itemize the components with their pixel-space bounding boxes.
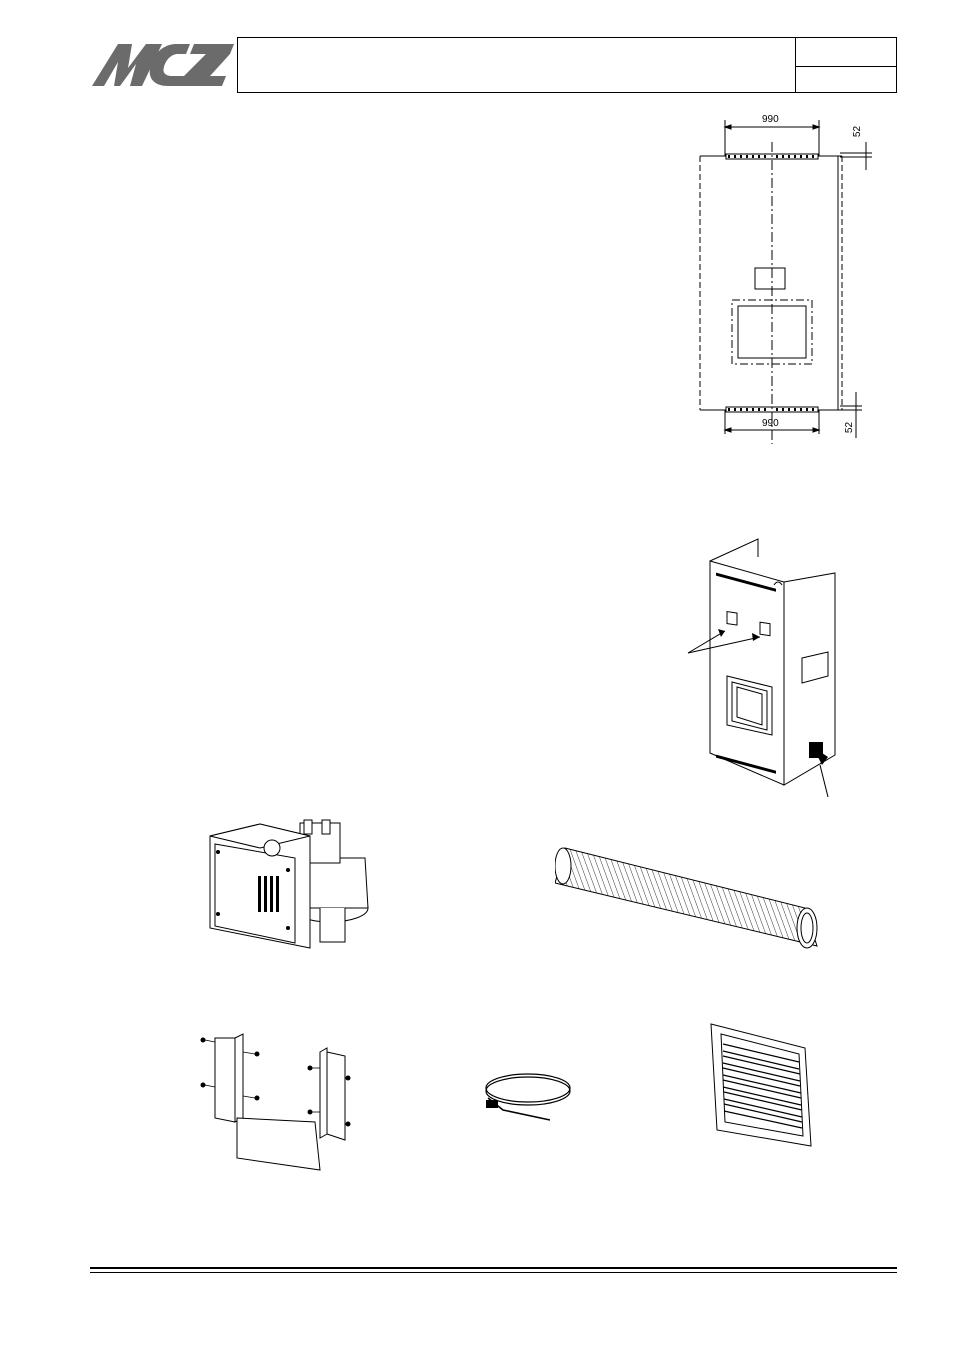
footer-rule-thin [90, 1272, 897, 1273]
flexible-hose-icon [555, 847, 818, 949]
dim-top-width: 990 [762, 114, 779, 125]
mcz-logo [90, 40, 236, 88]
dim-bottom-offset: 52 [844, 421, 856, 434]
dim-bottom-width: 990 [762, 418, 779, 429]
hose-clamp-icon [485, 1073, 571, 1121]
footer-rule [90, 1267, 897, 1269]
front-view-drawing [699, 120, 872, 444]
fan-unit-icon [209, 819, 369, 949]
dim-top-offset: 52 [852, 125, 864, 138]
mounting-brackets-icon [200, 1033, 351, 1171]
header-title-box [237, 37, 897, 93]
cabinet-isometric-drawing [687, 538, 836, 798]
header-page-box [795, 37, 897, 93]
vent-grille-icon [710, 1023, 812, 1147]
